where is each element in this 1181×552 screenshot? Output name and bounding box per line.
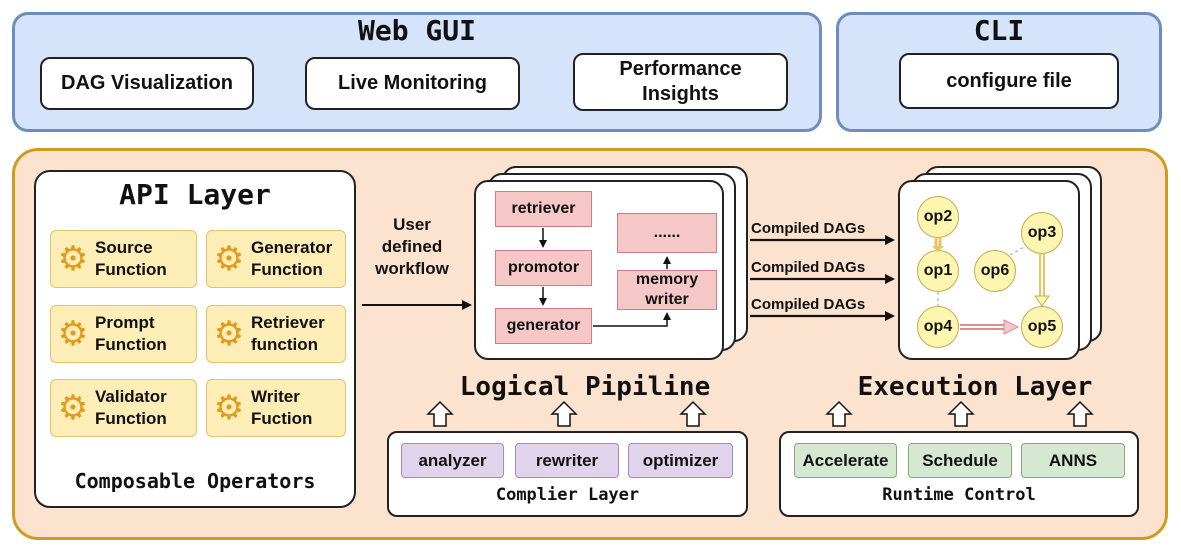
operator-label: Source Function — [95, 237, 167, 279]
operator-tile-source: ⚙ Source Function — [50, 230, 197, 288]
gear-icon: ⚙ — [213, 315, 245, 353]
op-node-op1: op1 — [917, 250, 959, 292]
cli-title: CLI — [973, 14, 1025, 47]
compiled-dags-label-3: Compiled DAGs — [751, 296, 866, 313]
operator-label: Retriever function — [251, 312, 325, 354]
compiler-layer-label: Complier Layer — [495, 485, 640, 505]
gear-icon: ⚙ — [57, 315, 89, 353]
compiler-item-optimizer: optimizer — [628, 443, 733, 478]
operator-tile-validator: ⚙ Validator Function — [50, 379, 197, 437]
op-node-op2: op2 — [917, 196, 959, 238]
dag-visualization-box: DAG Visualization — [40, 57, 254, 110]
api-layer-title: API Layer — [119, 178, 271, 211]
gear-icon: ⚙ — [57, 389, 89, 427]
pipeline-node-promotor: promotor — [495, 250, 592, 286]
gear-icon: ⚙ — [213, 389, 245, 427]
op-node-op5: op5 — [1021, 306, 1063, 348]
op-node-op4: op4 — [917, 306, 959, 348]
runtime-control-label: Runtime Control — [882, 485, 1036, 505]
pipeline-node-retriever: retriever — [495, 191, 592, 227]
pipeline-node-generator: generator — [495, 308, 592, 344]
operator-label: Generator Function — [251, 237, 333, 279]
pipeline-node-ellipsis: ...... — [617, 213, 717, 253]
runtime-item-anns: ANNS — [1021, 443, 1125, 478]
gear-icon: ⚙ — [213, 240, 245, 278]
runtime-item-schedule: Schedule — [908, 443, 1012, 478]
op-node-op6: op6 — [974, 250, 1016, 292]
compiler-item-analyzer: analyzer — [401, 443, 504, 478]
operator-label: Writer Fuction — [251, 386, 313, 428]
operator-tile-generator: ⚙ Generator Function — [206, 230, 346, 288]
operator-label: Validator Function — [95, 386, 167, 428]
user-defined-workflow-label: User defined workflow — [375, 215, 449, 279]
live-monitoring-box: Live Monitoring — [305, 57, 520, 110]
operator-tile-prompt: ⚙ Prompt Function — [50, 305, 197, 363]
web-gui-title: Web GUI — [357, 14, 476, 47]
compiler-item-rewriter: rewriter — [515, 443, 619, 478]
configure-file-box: configure file — [899, 53, 1119, 109]
runtime-item-accelerate: Accelerate — [794, 443, 897, 478]
compiled-dags-label-1: Compiled DAGs — [751, 220, 866, 237]
operator-label: Prompt Function — [95, 312, 167, 354]
pipeline-node-memory-writer: memory writer — [617, 270, 717, 310]
gear-icon: ⚙ — [57, 240, 89, 278]
operator-tile-retriever: ⚙ Retriever function — [206, 305, 346, 363]
logical-pipeline-title: Logical Pipiline — [459, 372, 711, 402]
operator-tile-writer: ⚙ Writer Fuction — [206, 379, 346, 437]
op-node-op3: op3 — [1021, 212, 1063, 254]
performance-insights-box: Performance Insights — [573, 53, 788, 111]
composable-operators-label: Composable Operators — [74, 469, 316, 493]
execution-layer-title: Execution Layer — [857, 372, 1093, 402]
compiled-dags-label-2: Compiled DAGs — [751, 259, 866, 276]
